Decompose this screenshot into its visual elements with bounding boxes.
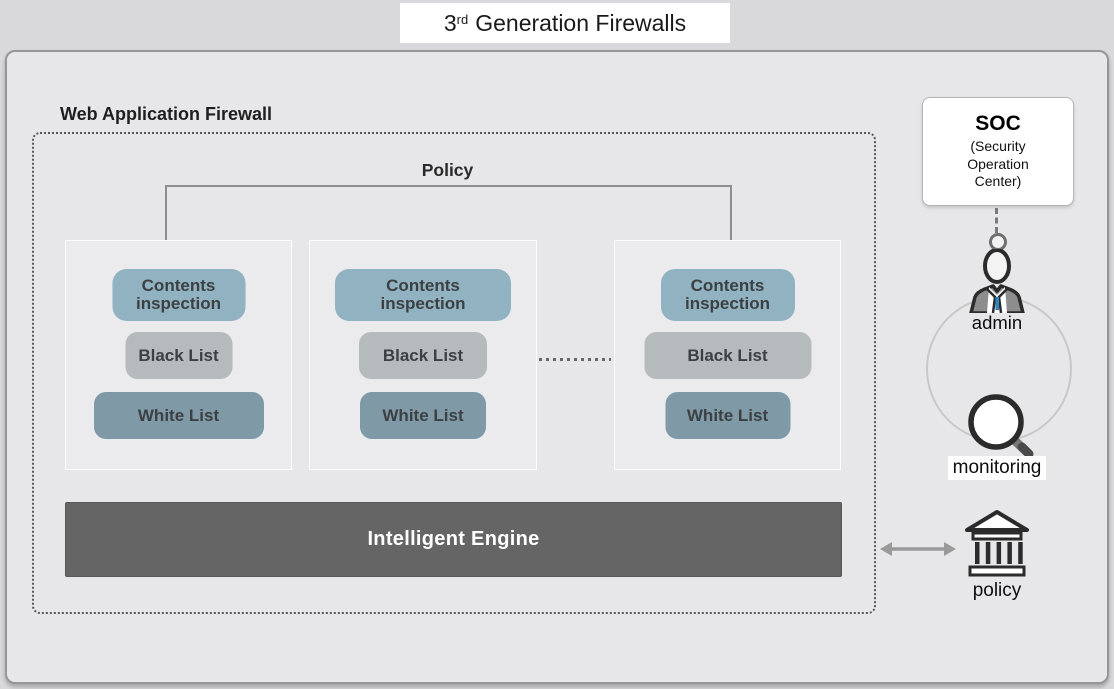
soc-box: SOC (Security Operation Center): [922, 97, 1074, 206]
monitoring-label-wrap: monitoring: [922, 456, 1072, 480]
contents-inspection-box: Contents inspection: [660, 269, 795, 321]
monitoring-label: monitoring: [947, 456, 1047, 480]
title-ordinal: rd: [456, 11, 469, 27]
white-list-box: White List: [93, 392, 264, 439]
black-list-box: Black List: [125, 332, 232, 379]
admin-label: admin: [971, 312, 1023, 333]
policy-column-3: Contents inspection Black List White Lis…: [614, 240, 841, 470]
intelligent-engine-label: Intelligent Engine: [367, 528, 540, 550]
dashed-connector: [995, 208, 998, 233]
policy-column-2: Contents inspection Black List White Lis…: [309, 240, 537, 470]
white-list-box: White List: [665, 392, 790, 439]
waf-dotted-boundary: [32, 132, 876, 614]
policy-bracket-label: Policy: [421, 160, 474, 180]
soc-title: SOC: [975, 112, 1021, 136]
ellipsis-connector: [539, 358, 611, 361]
white-list-label: White List: [686, 405, 769, 425]
title-text: Generation Firewalls: [475, 9, 687, 36]
black-list-box: Black List: [359, 332, 487, 379]
waf-title: Web Application Firewall: [60, 104, 273, 124]
contents-inspection-box: Contents inspection: [112, 269, 245, 321]
black-list-label: Black List: [687, 345, 768, 365]
black-list-label: Black List: [138, 345, 219, 365]
contents-inspection-label: Contents inspection: [135, 275, 221, 313]
contents-inspection-label: Contents inspection: [684, 275, 770, 313]
white-list-label: White List: [382, 405, 464, 425]
contents-inspection-label: Contents inspection: [380, 275, 466, 313]
policy-column-1: Contents inspection Black List White Lis…: [65, 240, 292, 470]
black-list-box: Black List: [644, 332, 811, 379]
magnifier-icon: [968, 394, 1034, 459]
policy-node-label: policy: [972, 580, 1022, 601]
title-number: 3: [443, 9, 457, 36]
white-list-box: White List: [360, 392, 486, 439]
intelligent-engine-bar: Intelligent Engine: [65, 502, 842, 577]
policy-bracket-line: [165, 185, 732, 240]
contents-inspection-box: Contents inspection: [335, 269, 511, 321]
bank-policy-icon: [965, 510, 1029, 577]
white-list-label: White List: [137, 405, 220, 425]
double-arrow-icon: [880, 542, 956, 556]
soc-subtitle: (Security Operation Center): [967, 138, 1029, 190]
admin-person-icon: [969, 249, 1025, 313]
diagram-container: Web Application Firewall Policy Contents…: [5, 50, 1109, 684]
black-list-label: Black List: [382, 345, 464, 365]
